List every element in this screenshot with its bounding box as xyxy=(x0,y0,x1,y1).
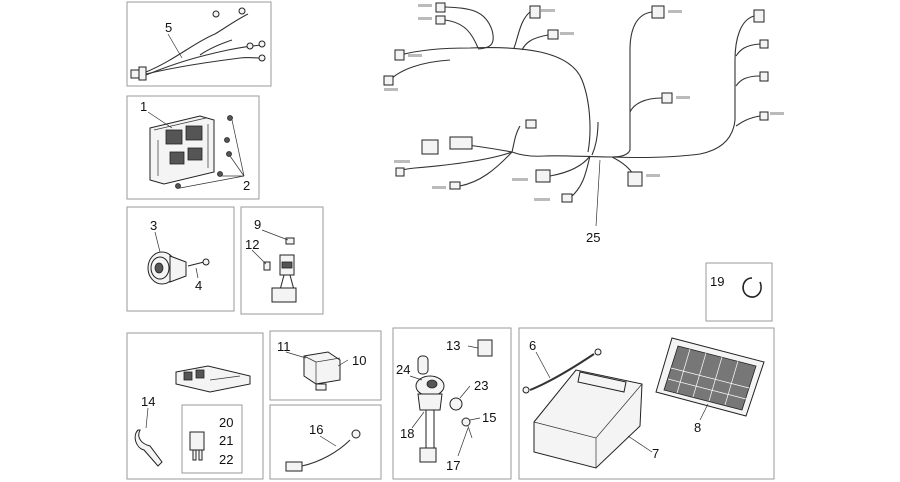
panel-frames xyxy=(126,1,775,480)
main-wiring-harness-part-25 xyxy=(389,6,761,227)
frame-parts-1-2 xyxy=(126,95,260,200)
fuse-puller-part-14 xyxy=(134,407,163,467)
callout-13: 13 xyxy=(446,338,460,353)
callout-9: 9 xyxy=(254,217,261,232)
callout-16: 16 xyxy=(309,422,323,437)
frame-parts-13-24 xyxy=(392,327,512,480)
harness-tag-marks xyxy=(384,4,784,201)
callout-6: 6 xyxy=(529,338,536,353)
frame-parts-9-12 xyxy=(240,206,324,315)
callout-3: 3 xyxy=(150,218,157,233)
fuse-parts-20-22 xyxy=(189,431,205,461)
cable-part-16 xyxy=(285,429,361,472)
battery-cable-part-6 xyxy=(522,348,602,394)
callout-2: 2 xyxy=(243,178,250,193)
callout-19: 19 xyxy=(710,274,724,289)
bolt-part-4 xyxy=(187,258,210,279)
callout-4: 4 xyxy=(195,278,202,293)
relay-socket-part-9-12 xyxy=(251,229,297,303)
callout-labels: 1 2 3 4 5 6 7 8 9 10 11 12 13 14 15 16 1… xyxy=(140,20,724,473)
screws-part-2 xyxy=(175,115,245,189)
callout-10: 10 xyxy=(352,353,366,368)
frame-parts-20-22 xyxy=(181,404,243,474)
clamp-part-19 xyxy=(742,277,762,298)
callout-25: 25 xyxy=(586,230,600,245)
callout-14: 14 xyxy=(141,394,155,409)
relay-part-10-11 xyxy=(285,351,349,391)
frame-part-5 xyxy=(126,1,272,87)
harness-connectors xyxy=(383,2,769,203)
battery-part-7 xyxy=(533,369,653,469)
callout-21: 21 xyxy=(219,433,233,448)
horn-part-3 xyxy=(147,231,187,285)
frame-parts-10-11 xyxy=(269,330,382,401)
callout-20: 20 xyxy=(219,415,233,430)
frame-parts-6-8 xyxy=(518,327,775,480)
battery-cover-grid-part-8 xyxy=(655,337,765,421)
callout-11: 11 xyxy=(277,339,291,354)
callout-23: 23 xyxy=(474,378,488,393)
callout-22: 22 xyxy=(219,452,233,467)
callout-15: 15 xyxy=(482,410,496,425)
frame-part-16 xyxy=(269,404,382,480)
callout-17: 17 xyxy=(446,458,460,473)
callout-8: 8 xyxy=(694,420,701,435)
fuse-box-assembly xyxy=(175,365,251,393)
callout-5: 5 xyxy=(165,20,172,35)
frame-parts-3-4 xyxy=(126,206,235,312)
callout-12: 12 xyxy=(245,237,259,252)
frame-parts-14-22 xyxy=(126,332,264,480)
callout-18: 18 xyxy=(400,426,414,441)
callout-7: 7 xyxy=(652,446,659,461)
frame-part-19 xyxy=(705,262,773,322)
control-unit-part-1 xyxy=(147,111,215,185)
callout-1: 1 xyxy=(140,99,147,114)
wiring-harness-part-5 xyxy=(130,7,266,81)
ignition-switch-assembly xyxy=(409,339,493,463)
callout-24: 24 xyxy=(396,362,410,377)
